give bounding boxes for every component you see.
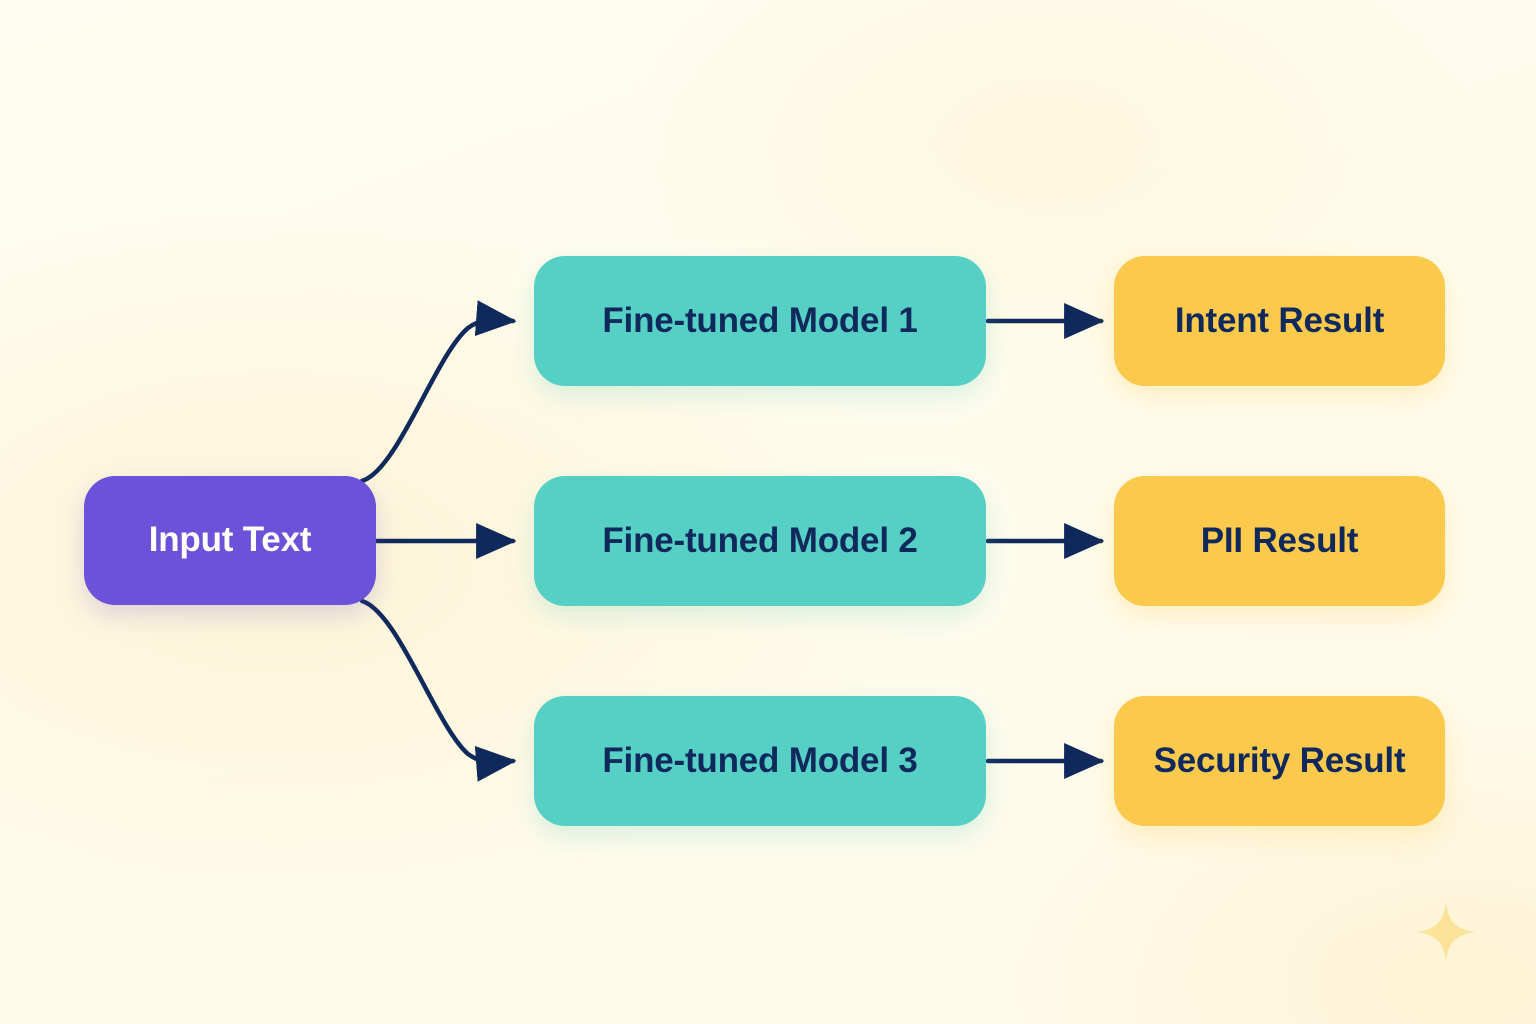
node-security-result[interactable]: Security Result: [1114, 696, 1445, 826]
connector-input-to-model-1: [359, 300, 517, 484]
node-fine-tuned-model-1[interactable]: Fine-tuned Model 1: [534, 256, 986, 386]
node-input-text[interactable]: Input Text: [84, 476, 376, 605]
node-security-result-label: Security Result: [1153, 740, 1406, 780]
node-pii-result-label: PII Result: [1200, 520, 1359, 560]
node-fine-tuned-model-3-label: Fine-tuned Model 3: [602, 740, 918, 780]
node-intent-result-label: Intent Result: [1174, 300, 1385, 340]
node-fine-tuned-model-1-label: Fine-tuned Model 1: [602, 300, 918, 340]
sparkle-icon: [1416, 902, 1476, 962]
node-input-text-label: Input Text: [148, 520, 312, 560]
node-fine-tuned-model-2[interactable]: Fine-tuned Model 2: [534, 476, 986, 606]
connector-input-to-model-3: [359, 598, 517, 782]
node-pii-result[interactable]: PII Result: [1114, 476, 1445, 606]
node-fine-tuned-model-2-label: Fine-tuned Model 2: [602, 520, 918, 560]
node-fine-tuned-model-3[interactable]: Fine-tuned Model 3: [534, 696, 986, 826]
node-intent-result[interactable]: Intent Result: [1114, 256, 1445, 386]
